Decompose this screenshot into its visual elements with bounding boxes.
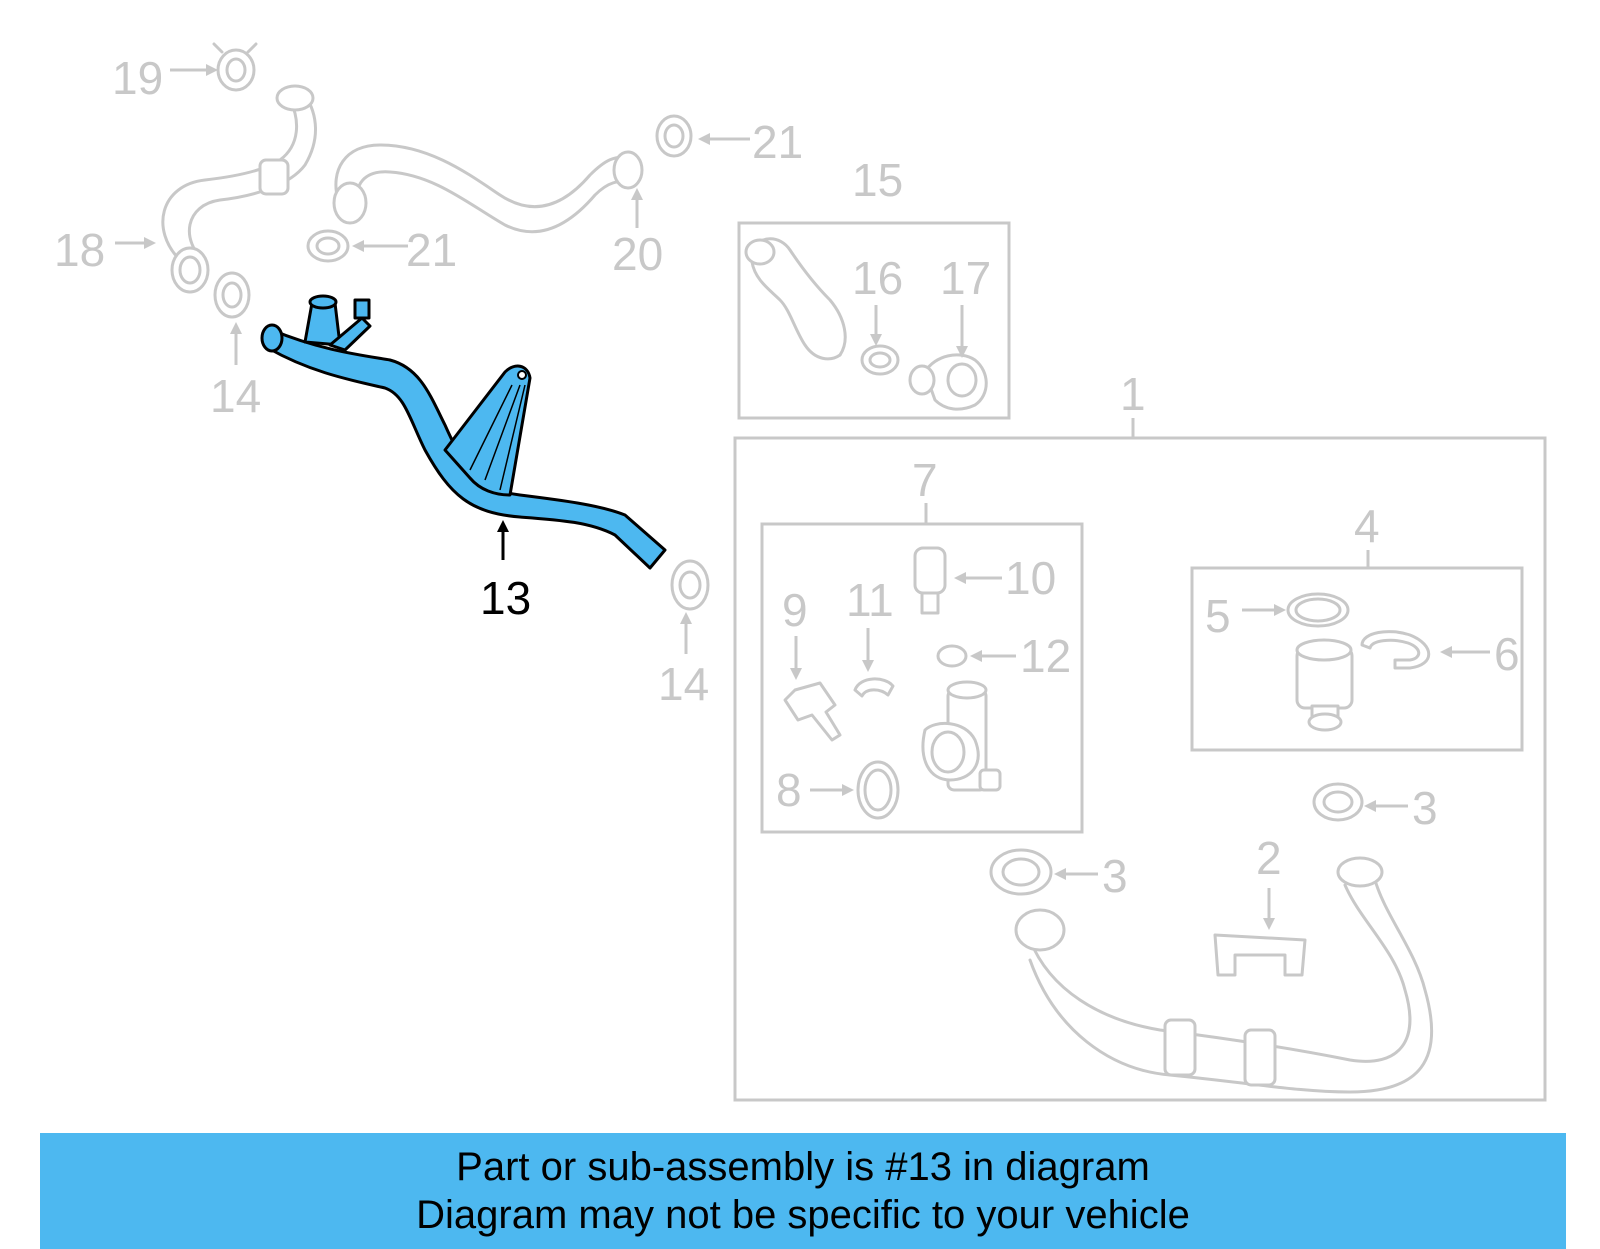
part-13-coolant-pipe[interactable] <box>260 294 667 570</box>
parts-diagram: 19 18 21 21 20 14 14 13 15 16 17 1 7 4 1… <box>54 42 1547 1102</box>
callout-21-mid: 21 <box>406 224 457 276</box>
callout-7: 7 <box>912 454 938 506</box>
callout-15: 15 <box>852 154 903 206</box>
callout-21-top: 21 <box>752 116 803 168</box>
callout-14-right: 14 <box>658 658 709 710</box>
clamp-14-left <box>213 271 251 319</box>
callout-10: 10 <box>1005 552 1056 604</box>
caption-line-1: Part or sub-assembly is #13 in diagram <box>456 1145 1150 1189</box>
hose-15 <box>744 237 847 361</box>
leader-arrows <box>115 64 1490 930</box>
clamp-21-top <box>655 114 693 158</box>
clip-11 <box>853 677 895 698</box>
box-7 <box>760 522 1084 834</box>
callout-12: 12 <box>1020 630 1071 682</box>
clip-6 <box>1360 630 1431 670</box>
oring-5 <box>1286 592 1350 628</box>
callout-2: 2 <box>1256 832 1282 884</box>
callout-6: 6 <box>1494 628 1520 680</box>
clamp-19 <box>212 42 258 92</box>
thermostat-4 <box>1295 638 1354 732</box>
callout-13: 13 <box>480 572 531 624</box>
clamp-3-right <box>1312 782 1364 822</box>
callout-labels: 19 18 21 21 20 14 14 13 15 16 17 1 7 4 1… <box>54 52 1520 902</box>
bracket-2 <box>1213 933 1307 977</box>
callout-8: 8 <box>776 764 802 816</box>
elbow-17 <box>908 353 988 411</box>
callout-9: 9 <box>782 584 808 636</box>
clamp-16 <box>860 344 900 376</box>
box-15 <box>737 221 1011 420</box>
callout-5: 5 <box>1205 590 1231 642</box>
callout-16: 16 <box>852 252 903 304</box>
callout-19: 19 <box>112 52 163 104</box>
hose-20 <box>332 143 644 234</box>
box-4 <box>1190 566 1524 752</box>
callout-11: 11 <box>846 574 894 626</box>
callout-4: 4 <box>1354 500 1380 552</box>
callout-18: 18 <box>54 224 105 276</box>
housing-7 <box>921 680 1002 792</box>
hose-18 <box>161 84 317 294</box>
box-1 <box>733 436 1547 1102</box>
callout-1: 1 <box>1120 368 1146 420</box>
callout-20: 20 <box>612 228 663 280</box>
hose-1 <box>1014 856 1434 1094</box>
clip-9 <box>783 681 842 742</box>
callout-3-left: 3 <box>1102 850 1128 902</box>
clamp-14-right <box>670 559 710 611</box>
caption-banner: Part or sub-assembly is #13 in diagram D… <box>40 1133 1566 1249</box>
oring-8 <box>856 760 900 820</box>
callout-14-left: 14 <box>210 370 261 422</box>
oring-12 <box>936 644 968 668</box>
clamp-21-mid <box>306 229 350 263</box>
callout-3-right: 3 <box>1412 782 1438 834</box>
caption-line-2: Diagram may not be specific to your vehi… <box>416 1193 1190 1237</box>
sensor-10 <box>913 546 947 615</box>
callout-17: 17 <box>940 252 991 304</box>
clamp-3-left <box>989 848 1053 896</box>
